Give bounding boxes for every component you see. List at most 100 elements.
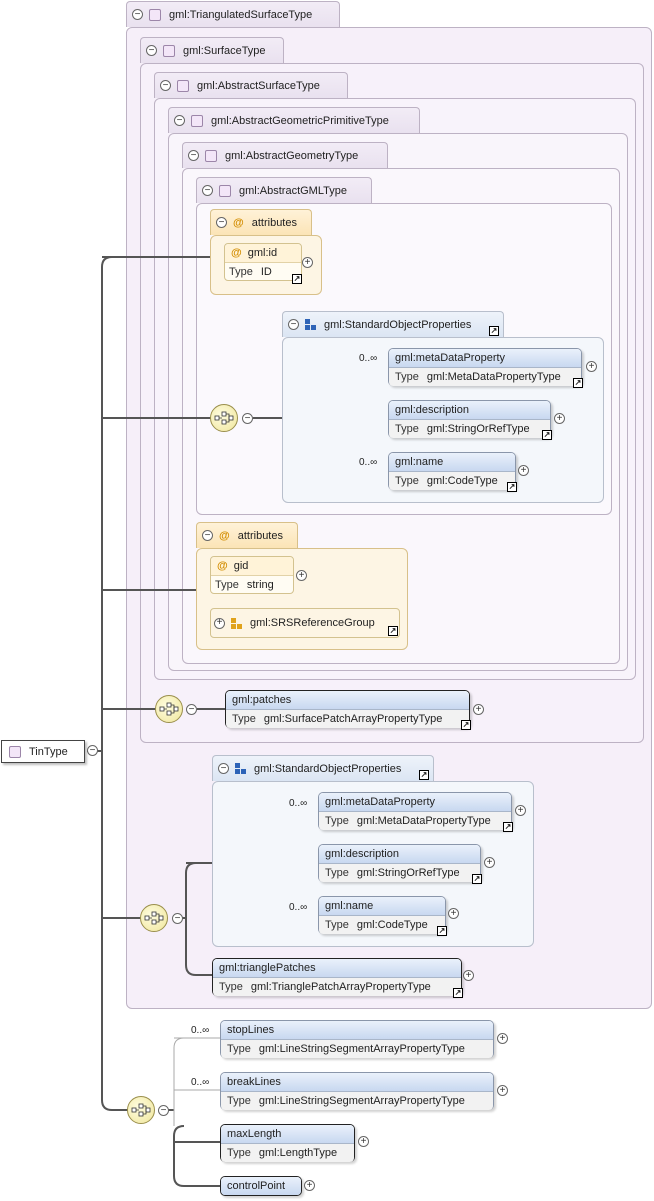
srs-reference-group[interactable]: + gml:SRSReferenceGroup ↗	[210, 608, 400, 638]
link-icon[interactable]: ↗	[472, 874, 482, 884]
base-type-label: gml:AbstractSurfaceType	[197, 79, 320, 92]
base-type-label: gml:AbstractGeometryType	[225, 149, 359, 162]
standard-object-properties-tab[interactable]: − gml:StandardObjectProperties ↗	[212, 755, 434, 781]
group-title: gml:StandardObjectProperties	[254, 762, 402, 775]
cardinality: 0..∞	[289, 902, 308, 913]
abstract-geometry-type-tab[interactable]: − gml:AbstractGeometryType	[182, 142, 388, 168]
triangulated-surface-type-tab[interactable]: − gml:TriangulatedSurfaceType	[126, 1, 340, 27]
sequence-compositor-icon[interactable]	[155, 695, 183, 723]
sequence-compositor-icon[interactable]	[210, 404, 238, 432]
collapse-icon[interactable]: −	[132, 9, 143, 20]
link-icon[interactable]: ↗	[542, 430, 552, 440]
attributes-tab[interactable]: − @ attributes	[210, 209, 312, 235]
attribute-type: string	[246, 579, 274, 591]
collapse-icon[interactable]: −	[158, 1105, 169, 1116]
element-name: gml:trianglePatches	[219, 962, 316, 974]
expand-icon[interactable]: +	[463, 970, 474, 981]
tin-type-root[interactable]: TinType	[1, 740, 85, 763]
collapse-icon[interactable]: −	[202, 185, 213, 196]
attribute-type: ID	[260, 266, 272, 278]
link-icon[interactable]: ↗	[507, 482, 517, 492]
attribute-icon: @	[233, 216, 244, 229]
collapse-icon[interactable]: −	[174, 115, 185, 126]
collapse-icon[interactable]: −	[186, 704, 197, 715]
collapse-icon[interactable]: −	[146, 45, 157, 56]
element-name: gml:metaDataProperty	[325, 796, 436, 808]
abstract-surface-type-tab[interactable]: − gml:AbstractSurfaceType	[154, 72, 348, 98]
root-label: TinType	[29, 745, 68, 758]
base-type-label: gml:SurfaceType	[183, 44, 266, 57]
collapse-icon[interactable]: −	[242, 413, 253, 424]
expand-icon[interactable]: +	[484, 857, 495, 868]
cardinality: 0..∞	[191, 1025, 210, 1036]
collapse-icon[interactable]: −	[188, 150, 199, 161]
abstract-gml-type-tab[interactable]: − gml:AbstractGMLType	[196, 177, 372, 203]
link-icon[interactable]: ↗	[388, 626, 398, 636]
element-name: stopLines	[227, 1024, 275, 1036]
type-label: Type	[227, 1147, 251, 1159]
sequence-compositor-icon[interactable]	[140, 904, 168, 932]
link-icon[interactable]: ↗	[503, 822, 513, 832]
expand-icon[interactable]: +	[497, 1085, 508, 1096]
collapse-icon[interactable]: −	[202, 530, 213, 541]
link-icon[interactable]: ↗	[419, 770, 429, 780]
expand-icon[interactable]: +	[586, 361, 597, 372]
expand-icon[interactable]: +	[448, 908, 459, 919]
cardinality: 0..∞	[359, 457, 378, 468]
sequence-compositor-icon[interactable]	[127, 1096, 155, 1124]
attribute-group-icon	[231, 617, 242, 629]
expand-icon[interactable]: +	[304, 1180, 315, 1191]
type-label: Type	[395, 423, 419, 435]
element-type: gml:StringOrRefType	[426, 423, 530, 435]
expand-icon[interactable]: +	[214, 617, 225, 629]
expand-icon[interactable]: +	[515, 805, 526, 816]
link-icon[interactable]: ↗	[453, 988, 463, 998]
base-type-label: gml:AbstractGeometricPrimitiveType	[211, 114, 389, 127]
collapse-icon[interactable]: −	[160, 80, 171, 91]
expand-icon[interactable]: +	[358, 1136, 369, 1147]
expand-icon[interactable]: +	[554, 413, 565, 424]
link-icon[interactable]: ↗	[573, 378, 583, 388]
link-icon[interactable]: ↗	[461, 720, 471, 730]
surface-type-tab[interactable]: − gml:SurfaceType	[140, 37, 284, 63]
expand-icon[interactable]: +	[497, 1033, 508, 1044]
link-icon[interactable]: ↗	[489, 326, 499, 336]
expand-icon[interactable]: +	[302, 257, 313, 268]
collapse-icon[interactable]: −	[172, 913, 183, 924]
collapse-icon[interactable]: −	[87, 745, 98, 756]
collapse-icon[interactable]: −	[216, 217, 227, 228]
element-type: gml:LengthType	[258, 1147, 338, 1159]
collapse-icon[interactable]: −	[218, 763, 229, 774]
cardinality: 0..∞	[359, 353, 378, 364]
attribute-icon: @	[219, 529, 230, 542]
attributes-tab[interactable]: − @ attributes	[196, 522, 298, 548]
element-type: gml:SurfacePatchArrayPropertyType	[263, 713, 443, 725]
element-name: breakLines	[227, 1076, 281, 1088]
element-name-label: gml:name	[395, 456, 444, 468]
expand-icon[interactable]: +	[296, 570, 307, 581]
link-icon[interactable]: ↗	[437, 926, 447, 936]
collapse-icon[interactable]: −	[288, 319, 299, 330]
abstract-geometric-primitive-type-tab[interactable]: − gml:AbstractGeometricPrimitiveType	[168, 107, 420, 133]
expand-icon[interactable]: +	[518, 465, 529, 476]
expand-icon[interactable]: +	[473, 704, 484, 715]
link-icon[interactable]: ↗	[292, 274, 302, 284]
type-label: Type	[227, 1095, 251, 1107]
element-control-point[interactable]: controlPoint	[220, 1176, 302, 1196]
complex-type-icon	[219, 184, 231, 197]
standard-object-properties-tab[interactable]: − gml:StandardObjectProperties ↗	[282, 311, 504, 337]
